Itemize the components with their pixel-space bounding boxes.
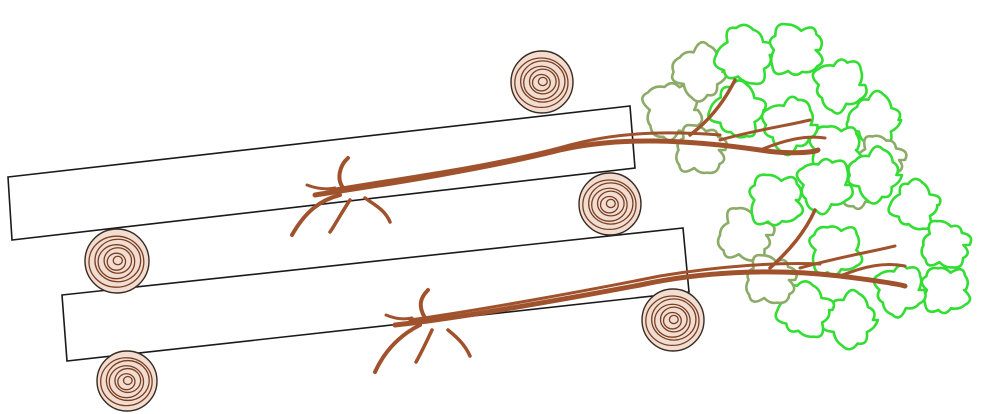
log-cross-section — [97, 351, 157, 411]
log-cross-section — [85, 229, 149, 293]
log-cross-section — [511, 51, 573, 113]
branch-stroke — [448, 330, 470, 356]
branch-stroke — [330, 200, 350, 232]
foliage-lower-blob — [922, 221, 971, 268]
branch-stroke — [365, 198, 390, 222]
logs-layer — [85, 51, 704, 411]
foliage-lower-blob — [809, 226, 862, 275]
log-cross-section — [579, 173, 641, 235]
foliage-upper-blob — [770, 24, 823, 75]
branch-stroke — [416, 330, 432, 362]
foliage-lower-blob — [797, 159, 853, 214]
foliage-lower-blob — [874, 265, 926, 317]
beam-upper — [8, 106, 635, 240]
foliage-lower-blob — [750, 175, 803, 226]
branch-stroke — [375, 325, 420, 372]
foliage-lower-blob — [922, 268, 970, 313]
log-cross-section — [642, 289, 704, 351]
